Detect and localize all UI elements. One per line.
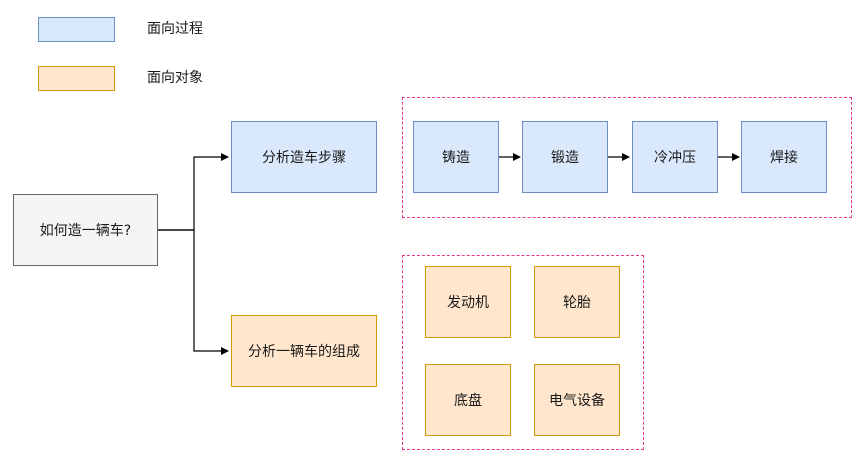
root-question-node: 如何造一辆车? [13,194,158,266]
process-branch-node: 分析造车步骤 [231,121,377,193]
process-step-stamping: 冷冲压 [632,121,718,193]
process-step-casting: 铸造 [413,121,499,193]
car-parts-group [402,255,644,450]
process-step-forging: 锻造 [522,121,608,193]
legend-label-object: 面向对象 [147,70,203,86]
legend-label-process: 面向过程 [147,21,203,37]
process-steps-group [402,97,852,218]
car-part-chassis: 底盘 [425,364,511,436]
object-branch-node: 分析一辆车的组成 [231,315,377,387]
car-part-electrical: 电气设备 [534,364,620,436]
process-step-welding: 焊接 [741,121,827,193]
legend-swatch-object [38,66,115,91]
connector-root-to-process [158,153,229,231]
connector-root-to-object [158,229,229,355]
car-part-engine: 发动机 [425,266,511,338]
legend-swatch-process [38,17,115,42]
car-part-tire: 轮胎 [534,266,620,338]
